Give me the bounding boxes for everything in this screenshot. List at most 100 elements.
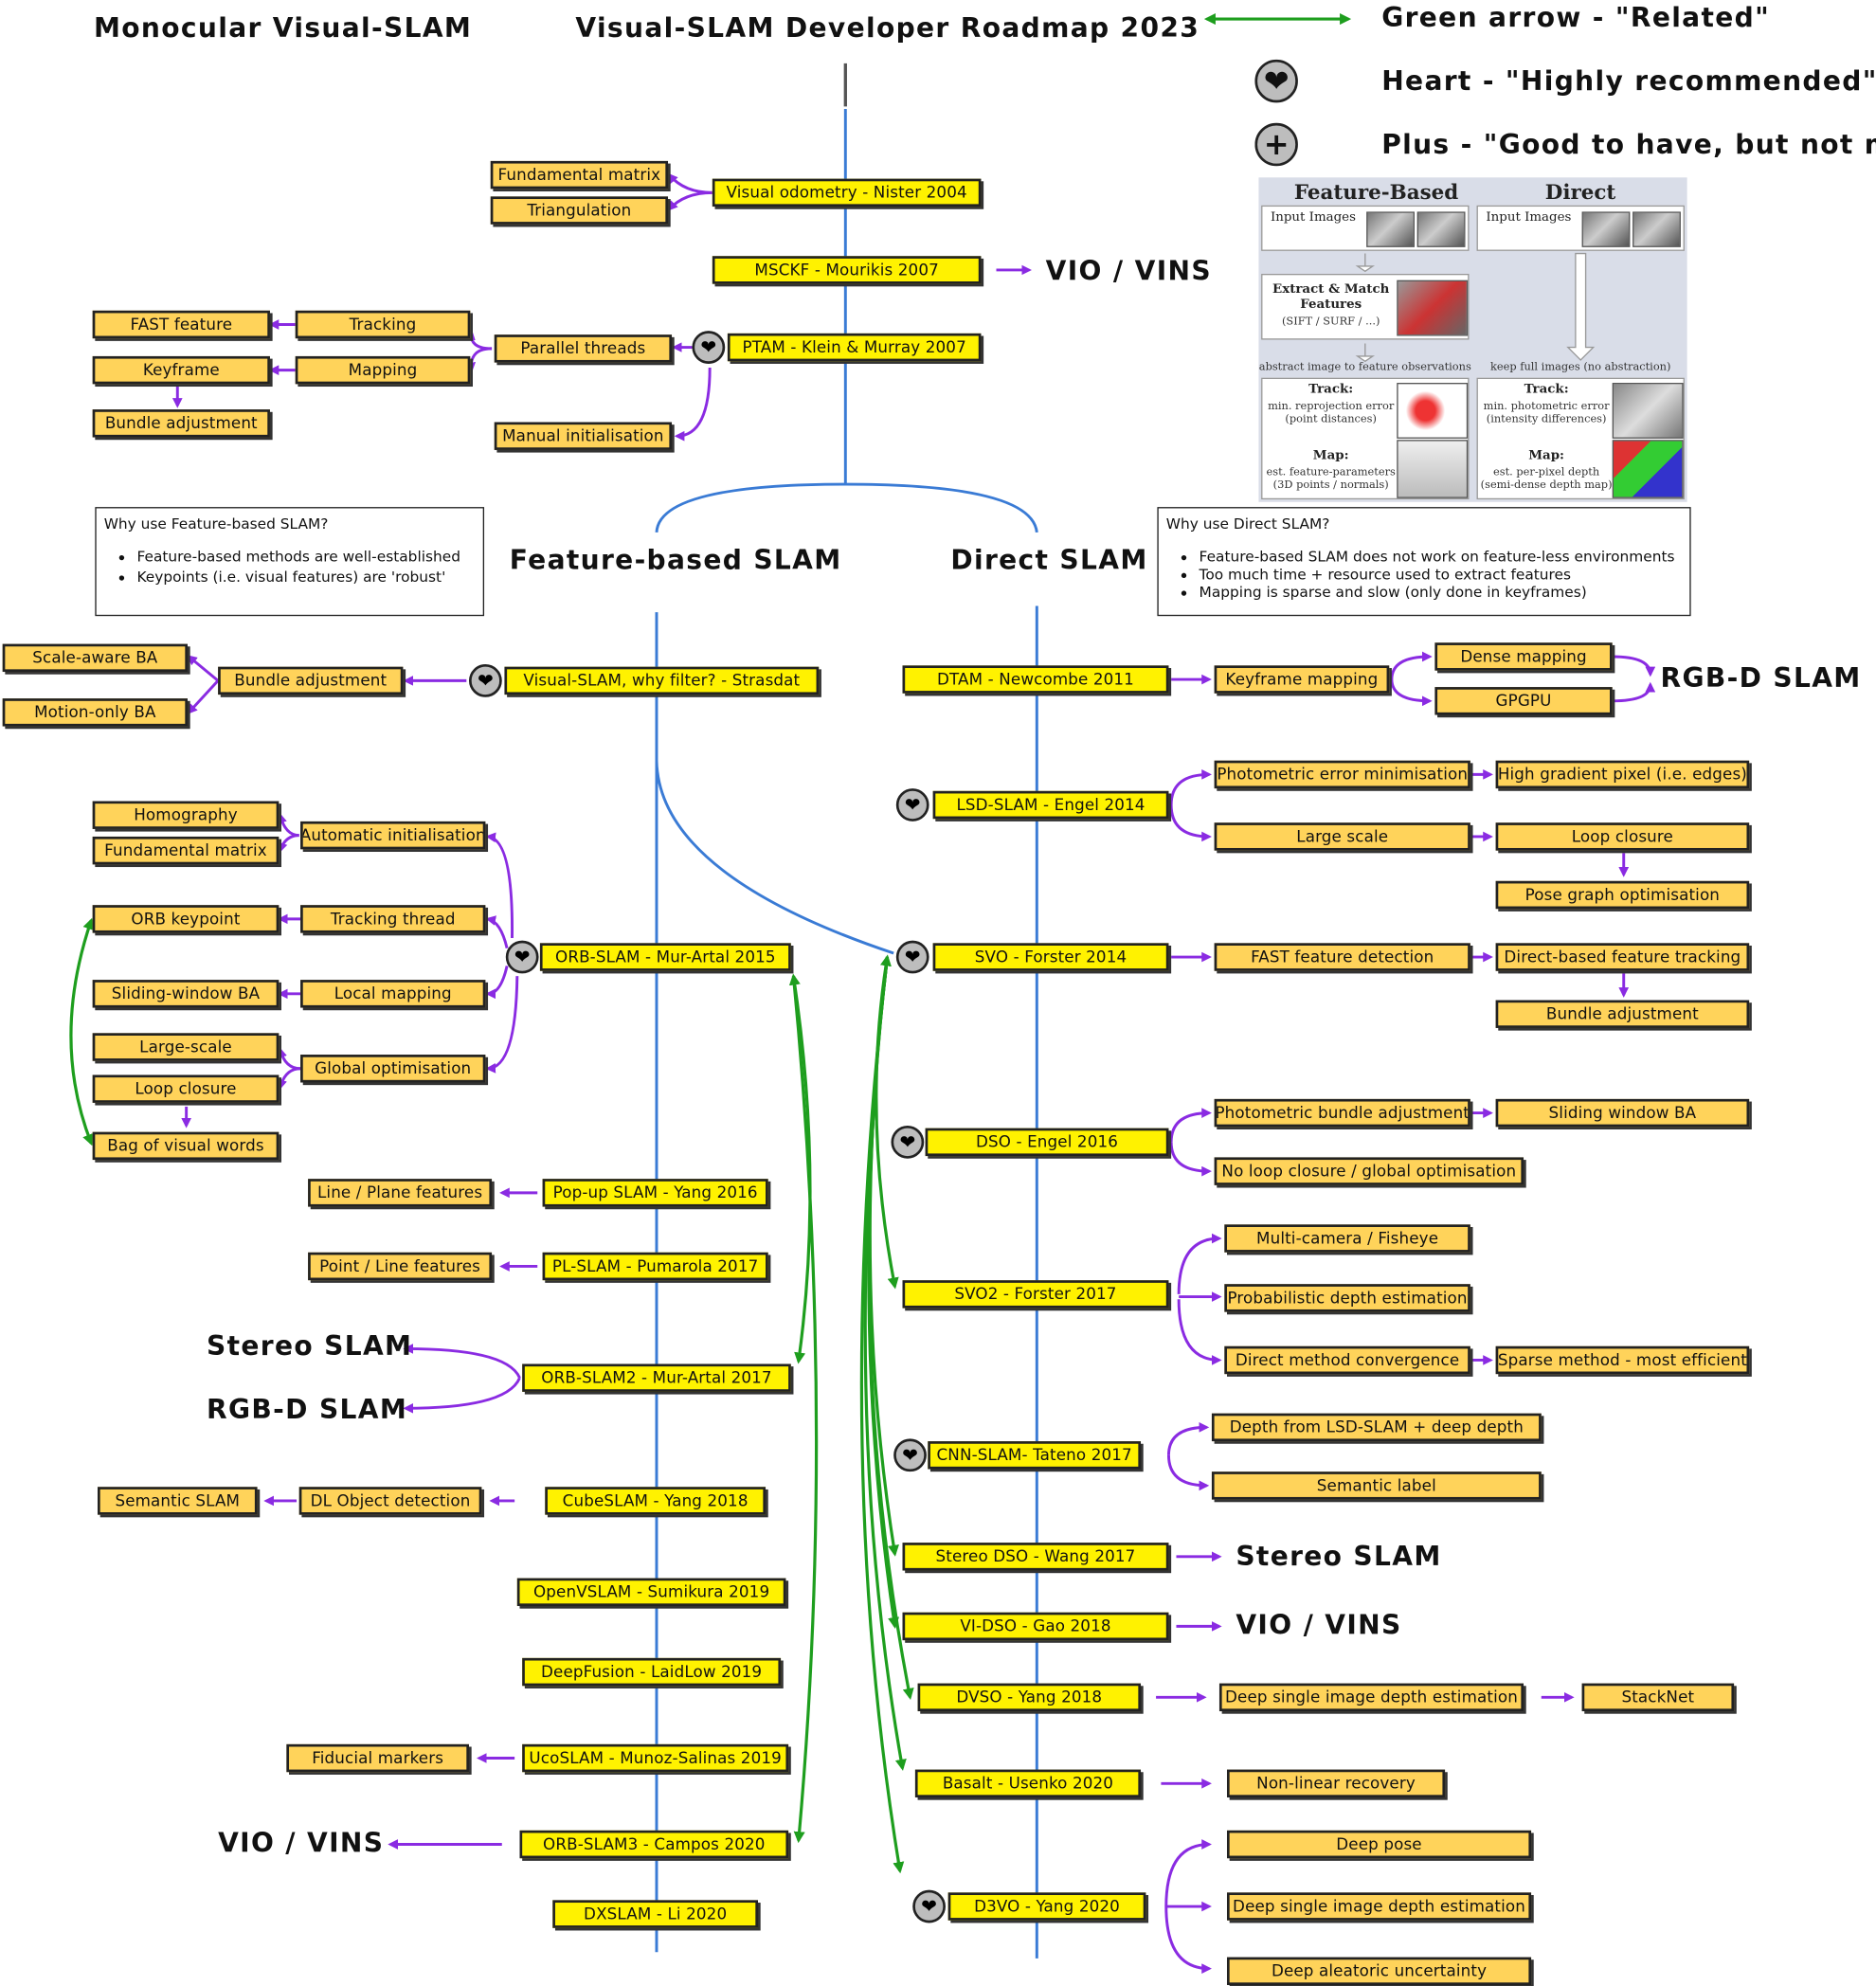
topic-tracking-thread[interactable]: Tracking thread [300,905,486,933]
stereo-slam-label-fb: Stereo SLAM [207,1330,413,1362]
milestone-orb-slam[interactable]: ORB-SLAM - Mur-Artal 2015 [539,943,791,971]
topic-high-gradient-pixel[interactable]: High gradient pixel (i.e. edges) [1495,760,1750,789]
milestone-d3vo[interactable]: D3VO - Yang 2020 [947,1892,1146,1921]
topic-bundle-adjustment-fb[interactable]: Bundle adjustment [218,666,404,695]
topic-motion-only-ba[interactable]: Motion-only BA [2,698,188,727]
topic-bundle-adjustment-direct[interactable]: Bundle adjustment [1495,1000,1750,1028]
topic-depth-lsd-deep[interactable]: Depth from LSD-SLAM + deep depth [1211,1413,1542,1442]
legend-plus: Plus - "Good to have, but not must" [1381,129,1876,160]
topic-multi-camera[interactable]: Multi-camera / Fisheye [1224,1224,1470,1253]
topic-photometric-error[interactable]: Photometric error minimisation [1214,760,1470,789]
figure-extract-sub: (SIFT / SURF / ...) [1281,316,1380,329]
milestone-stereo-dso[interactable]: Stereo DSO - Wang 2017 [902,1543,1169,1571]
topic-pose-graph-optimisation[interactable]: Pose graph optimisation [1495,880,1750,910]
feature-vs-direct-figure: Feature-Based Direct Input Images Input … [1258,177,1687,502]
topic-sliding-window-ba-direct[interactable]: Sliding window BA [1495,1098,1750,1128]
left-title: Monocular Visual-SLAM [93,12,473,44]
milestone-pl-slam[interactable]: PL-SLAM - Pumarola 2017 [542,1252,768,1281]
topic-automatic-initialisation[interactable]: Automatic initialisation [300,821,486,850]
figure-map-desc-fb: est. feature-parameters (3D points / nor… [1266,466,1396,492]
milestone-basalt[interactable]: Basalt - Usenko 2020 [914,1769,1142,1798]
milestone-svo2[interactable]: SVO2 - Forster 2017 [902,1280,1169,1309]
topic-local-mapping[interactable]: Local mapping [300,980,486,1008]
milestone-cubeslam[interactable]: CubeSLAM - Yang 2018 [545,1487,767,1515]
milestone-dso[interactable]: DSO - Engel 2016 [925,1128,1169,1157]
topic-manual-initialisation[interactable]: Manual initialisation [494,422,673,450]
legend-green-arrow: Green arrow - "Related" [1381,2,1771,33]
topic-loop-closure-direct[interactable]: Loop closure [1495,822,1750,851]
figure-track-desc-d: min. photometric error (intensity differ… [1483,400,1610,426]
topic-line-plane-features[interactable]: Line / Plane features [308,1179,493,1207]
topic-bundle-adjustment[interactable]: Bundle adjustment [92,409,270,438]
topic-semantic-label[interactable]: Semantic label [1211,1471,1542,1500]
note-direct-title: Why use Direct SLAM? [1165,515,1330,533]
milestone-popup-slam[interactable]: Pop-up SLAM - Yang 2016 [542,1179,768,1207]
figure-arrows [1355,252,1596,363]
milestone-deepfusion[interactable]: DeepFusion - LaidLow 2019 [522,1657,782,1687]
topic-large-scale[interactable]: Large-scale [92,1033,280,1061]
topic-point-line-features[interactable]: Point / Line features [308,1252,493,1281]
milestone-strasdat[interactable]: Visual-SLAM, why filter? - Strasdat [504,666,820,695]
milestone-svo[interactable]: SVO - Forster 2014 [932,943,1169,971]
topic-homography[interactable]: Homography [92,801,280,829]
topic-sliding-window-ba[interactable]: Sliding-window BA [92,980,280,1008]
figure-input-box-d: Input Images [1476,205,1685,251]
topic-scale-aware-ba[interactable]: Scale-aware BA [2,643,188,673]
topic-stacknet[interactable]: StackNet [1581,1683,1735,1712]
milestone-dvso[interactable]: DVSO - Yang 2018 [917,1683,1142,1712]
topic-direct-convergence[interactable]: Direct method convergence [1224,1345,1470,1375]
topic-large-scale-direct[interactable]: Large scale [1214,822,1470,851]
milestone-orb-slam3[interactable]: ORB-SLAM3 - Campos 2020 [519,1830,789,1859]
note-direct-point: Mapping is sparse and slow (only done in… [1200,583,1683,601]
topic-deep-pose[interactable]: Deep pose [1226,1830,1532,1859]
topic-sparse-method[interactable]: Sparse method - most efficient [1495,1345,1750,1375]
topic-photometric-ba[interactable]: Photometric bundle adjustment [1214,1098,1470,1128]
milestone-ptam[interactable]: PTAM - Klein & Murray 2007 [727,333,982,362]
topic-deep-aleatoric-uncertainty[interactable]: Deep aleatoric uncertainty [1226,1957,1532,1985]
milestone-visual-odometry[interactable]: Visual odometry - Nister 2004 [712,178,982,208]
topic-deep-single-depth[interactable]: Deep single image depth estimation [1218,1683,1524,1712]
figure-input-label-fb: Input Images [1270,210,1356,225]
topic-parallel-threads[interactable]: Parallel threads [494,334,673,363]
topic-non-linear-recovery[interactable]: Non-linear recovery [1226,1769,1446,1798]
topic-no-loop-closure[interactable]: No loop closure / global optimisation [1214,1157,1524,1185]
heart-icon: ❤ [505,940,539,974]
note-direct: Why use Direct SLAM? Feature-based SLAM … [1157,507,1691,617]
milestone-dxslam[interactable]: DXSLAM - Li 2020 [552,1900,759,1928]
topic-triangulation[interactable]: Triangulation [490,196,669,225]
milestone-openvslam[interactable]: OpenVSLAM - Sumikura 2019 [516,1578,786,1606]
topic-mapping[interactable]: Mapping [295,355,471,385]
topic-global-optimisation[interactable]: Global optimisation [300,1055,486,1083]
topic-fast-feature[interactable]: FAST feature [92,310,270,339]
heart-icon: ❤ [468,664,502,697]
topic-fast-feature-detection[interactable]: FAST feature detection [1214,943,1470,971]
topic-dl-object-detection[interactable]: DL Object detection [298,1487,482,1515]
topic-loop-closure[interactable]: Loop closure [92,1074,280,1103]
note-feature-title: Why use Feature-based SLAM? [103,515,329,533]
milestone-orb-slam2[interactable]: ORB-SLAM2 - Mur-Artal 2017 [522,1363,791,1392]
topic-dense-mapping[interactable]: Dense mapping [1434,642,1613,671]
green-connectors [69,13,1352,1874]
topic-orb-keypoint[interactable]: ORB keypoint [92,905,280,933]
topic-fundamental-matrix[interactable]: Fundamental matrix [490,160,669,190]
note-direct-list: Feature-based SLAM does not work on feat… [1166,548,1682,601]
milestone-ucoslam[interactable]: UcoSLAM - Munoz-Salinas 2019 [522,1743,789,1773]
topic-fundamental-matrix-fb[interactable]: Fundamental matrix [92,836,280,865]
milestone-lsd-slam[interactable]: LSD-SLAM - Engel 2014 [932,790,1169,820]
topic-probabilistic-depth[interactable]: Probabilistic depth estimation [1224,1284,1470,1312]
topic-tracking[interactable]: Tracking [295,310,471,339]
figure-direct-header: Direct [1544,179,1616,205]
milestone-dtam[interactable]: DTAM - Newcombe 2011 [902,665,1169,694]
topic-keyframe[interactable]: Keyframe [92,355,270,385]
topic-keyframe-mapping[interactable]: Keyframe mapping [1214,665,1390,694]
topic-semantic-slam[interactable]: Semantic SLAM [98,1487,258,1515]
vio-vins-label-direct: VIO / VINS [1236,1610,1402,1641]
topic-fiducial-markers[interactable]: Fiducial markers [286,1743,469,1773]
milestone-vi-dso[interactable]: VI-DSO - Gao 2018 [902,1612,1169,1641]
topic-deep-single-depth-2[interactable]: Deep single image depth estimation [1226,1892,1532,1921]
topic-gpgpu[interactable]: GPGPU [1434,687,1613,715]
milestone-msckf[interactable]: MSCKF - Mourikis 2007 [712,256,982,284]
milestone-cnn-slam[interactable]: CNN-SLAM- Tateno 2017 [928,1441,1142,1470]
topic-bag-of-visual-words[interactable]: Bag of visual words [92,1131,280,1161]
topic-direct-feature-tracking[interactable]: Direct-based feature tracking [1495,943,1750,971]
